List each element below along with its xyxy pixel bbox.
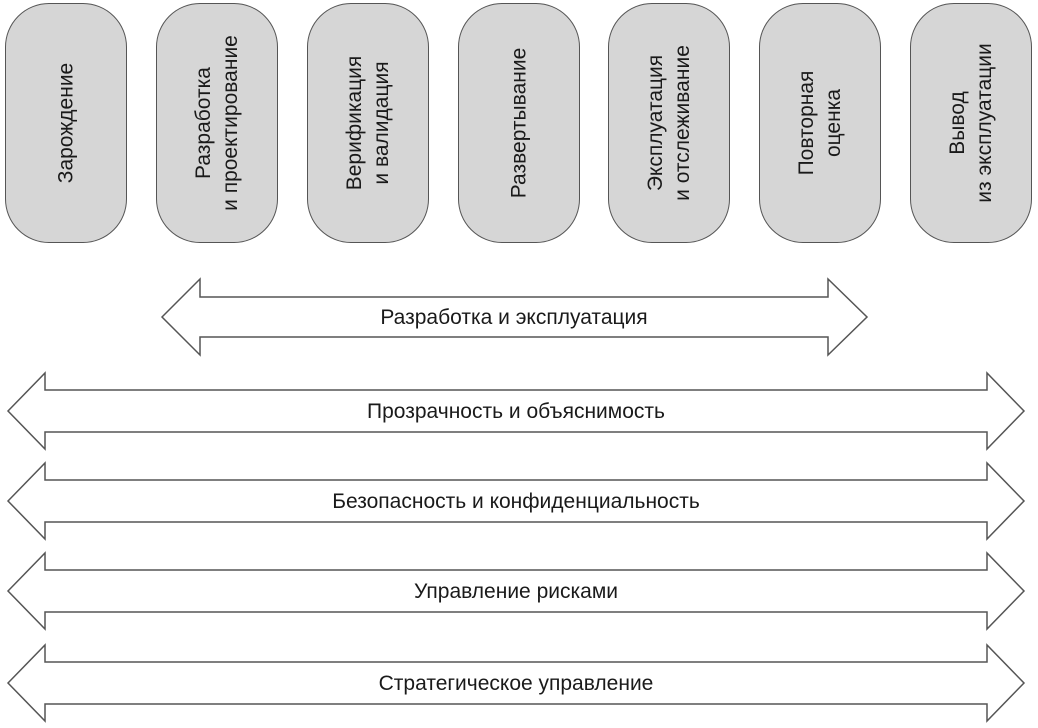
arrow-label: Прозрачность и объяснимость [367,400,665,423]
arrow-transparency: Прозрачность и объяснимость [6,371,1026,451]
arrow-risk-management: Управление рисками [6,551,1026,631]
arrow-label: Стратегическое управление [379,672,654,695]
stage-retirement: Вывод из эксплуатации [910,3,1032,243]
stage-design-development: Разработка и проектирование [156,3,278,243]
stage-verification-validation: Верификация и валидация [307,3,429,243]
arrow-label: Безопасность и конфиденциальность [332,490,700,513]
arrow-development-operation: Разработка и эксплуатация [160,277,869,357]
arrow-strategic-governance: Стратегическое управление [6,643,1026,723]
arrow-label: Разработка и эксплуатация [380,306,647,329]
arrow-security-privacy: Безопасность и конфиденциальность [6,461,1026,541]
stage-inception: Зарождение [5,3,127,243]
stage-reevaluation: Повторная оценка [759,3,881,243]
arrow-label: Управление рисками [414,580,618,603]
stage-deployment: Развертывание [458,3,580,243]
stage-operation-monitoring: Эксплуатация и отслеживание [608,3,730,243]
